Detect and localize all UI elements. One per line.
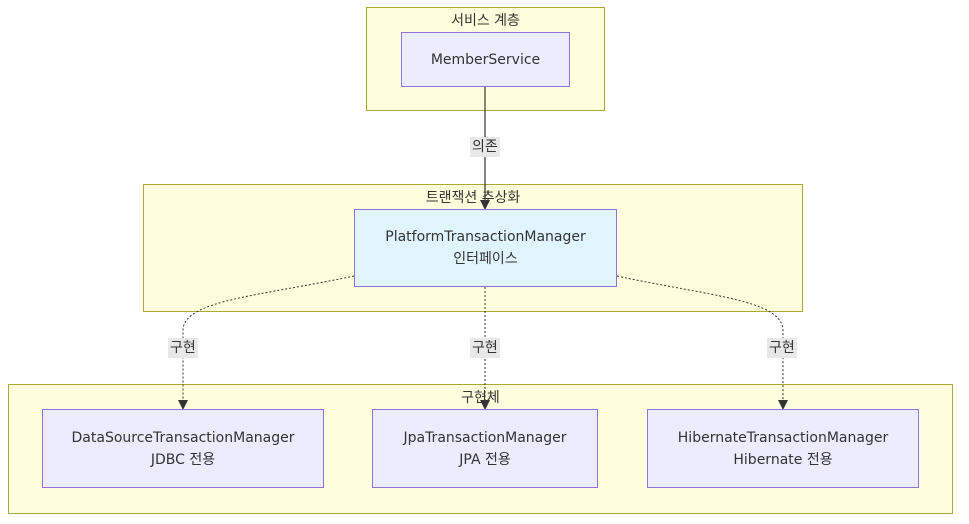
node-hibernate-title: HibernateTransactionManager bbox=[677, 429, 889, 446]
node-member-service-label: MemberService bbox=[430, 51, 541, 68]
node-datasource-title: DataSourceTransactionManager bbox=[71, 429, 295, 446]
node-ptm-title: PlatformTransactionManager bbox=[385, 229, 586, 245]
group-title-service: 서비스 계층 bbox=[451, 13, 520, 29]
edge-label-impl-mid: 구현 bbox=[470, 338, 500, 358]
node-jpa-transaction-manager: JpaTransactionManager JPA 전용 bbox=[372, 409, 598, 488]
edge-label-impl-right: 구현 bbox=[767, 338, 797, 358]
node-datasource-subtitle: JDBC 전용 bbox=[150, 451, 216, 468]
node-hibernate-subtitle: Hibernate 전용 bbox=[733, 451, 833, 468]
node-jpa-title: JpaTransactionManager bbox=[403, 429, 567, 446]
node-member-service: MemberService bbox=[401, 32, 570, 87]
edge-label-depends: 의존 bbox=[470, 137, 500, 157]
node-jpa-subtitle: JPA 전용 bbox=[459, 451, 511, 468]
edge-impl-right bbox=[616, 275, 788, 410]
node-ptm-subtitle: 인터페이스 bbox=[453, 251, 518, 267]
group-title-abstraction: 트랜잭션 추상화 bbox=[425, 190, 521, 206]
node-hibernate-transaction-manager: HibernateTransactionManager Hibernate 전용 bbox=[647, 409, 919, 488]
node-platform-transaction-manager: PlatformTransactionManager 인터페이스 bbox=[354, 209, 617, 287]
edge-impl-left bbox=[178, 275, 355, 410]
group-title-impl: 구현체 bbox=[461, 390, 500, 406]
edge-label-impl-left: 구현 bbox=[168, 338, 198, 358]
node-datasource-transaction-manager: DataSourceTransactionManager JDBC 전용 bbox=[42, 409, 324, 488]
